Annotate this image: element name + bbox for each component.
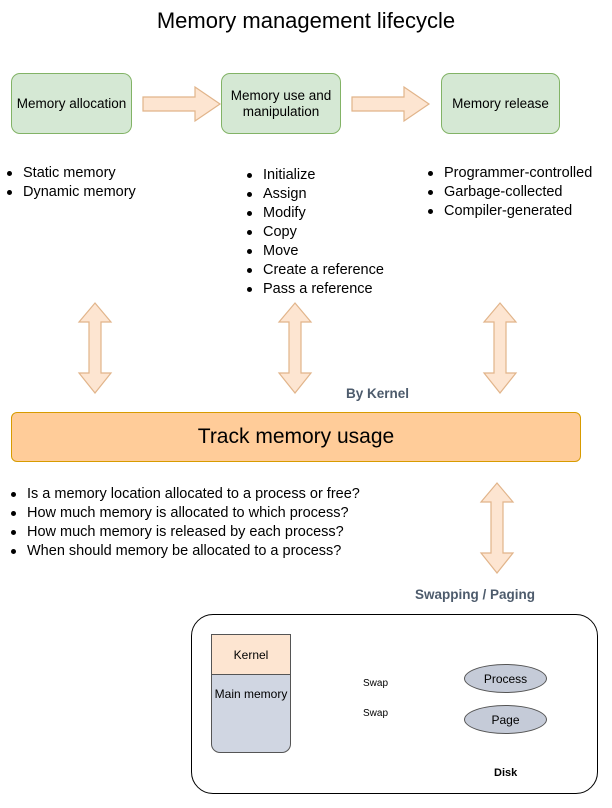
stage-label: Memory release <box>452 95 549 111</box>
list-item: Modify <box>245 204 384 223</box>
swap-label-1: Swap <box>362 678 390 689</box>
main-memory-label: Main memory <box>214 687 288 701</box>
by-kernel-label: By Kernel <box>346 386 410 401</box>
list-item: Pass a reference <box>245 280 384 299</box>
list-item: Dynamic memory <box>5 183 136 202</box>
list-item: Assign <box>245 185 384 204</box>
double-arrow-release <box>482 302 518 394</box>
stage-memory-allocation: Memory allocation <box>11 73 132 134</box>
kernel-block: Kernel <box>211 634 291 675</box>
flow-arrow-2 <box>351 85 431 123</box>
double-arrow-use <box>277 302 313 394</box>
list-item: When should memory be allocated to a pro… <box>9 542 360 561</box>
page-ellipse: Page <box>464 705 547 734</box>
stage-memory-use: Memory use and manipulation <box>221 73 341 134</box>
flow-arrow-1 <box>142 85 222 123</box>
list-item: Initialize <box>245 166 384 185</box>
list-item: How much memory is released by each proc… <box>9 523 360 542</box>
release-list: Programmer-controlled Garbage-collected … <box>426 164 592 221</box>
process-ellipse: Process <box>464 664 547 693</box>
double-arrow-allocation <box>77 302 113 394</box>
list-item: Static memory <box>5 164 136 183</box>
questions-list: Is a memory location allocated to a proc… <box>9 485 360 561</box>
allocation-list: Static memory Dynamic memory <box>5 164 136 202</box>
stage-label: Memory use and manipulation <box>230 87 332 119</box>
diagram-title: Memory management lifecycle <box>156 8 456 33</box>
list-item: Move <box>245 242 384 261</box>
swap-label-2: Swap <box>362 708 390 719</box>
page-label: Page <box>491 712 520 727</box>
stage-memory-release: Memory release <box>441 73 560 134</box>
list-item: Compiler-generated <box>426 202 592 221</box>
disk-label: Disk <box>494 767 518 779</box>
list-item: Create a reference <box>245 261 384 280</box>
list-item: Copy <box>245 223 384 242</box>
list-item: Garbage-collected <box>426 183 592 202</box>
track-label: Track memory usage <box>197 425 395 448</box>
list-item: Programmer-controlled <box>426 164 592 183</box>
use-list: Initialize Assign Modify Copy Move Creat… <box>245 166 384 299</box>
process-label: Process <box>483 671 528 686</box>
main-memory-block: Main memory <box>211 675 291 753</box>
list-item: Is a memory location allocated to a proc… <box>9 485 360 504</box>
track-memory-usage-box: Track memory usage <box>11 412 581 462</box>
stage-label: Memory allocation <box>16 95 127 111</box>
list-item: How much memory is allocated to which pr… <box>9 504 360 523</box>
kernel-label: Kernel <box>233 647 269 662</box>
double-arrow-swapping <box>479 482 515 574</box>
swapping-paging-label: Swapping / Paging <box>415 587 536 602</box>
